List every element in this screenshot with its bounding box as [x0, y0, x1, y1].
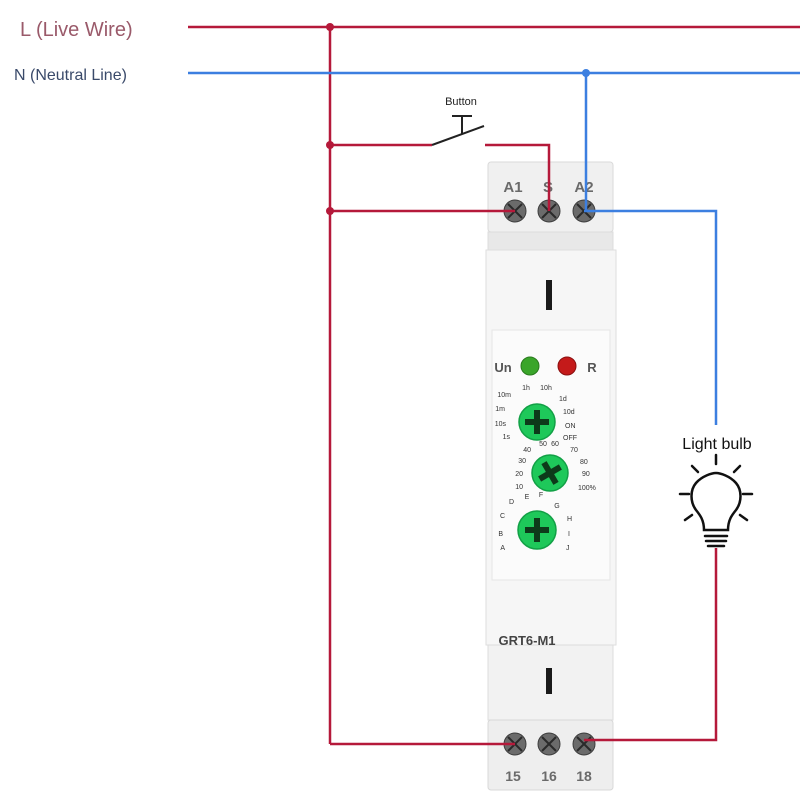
dial1-label-on: ON [565, 423, 576, 430]
dial3-label-h: H [567, 516, 572, 523]
dial3-label-g: G [554, 503, 559, 510]
terminal-label-16: 16 [541, 768, 557, 784]
terminal-screw-18 [572, 732, 596, 756]
output-18-to-bulb-wire [584, 548, 718, 742]
led-red-icon [557, 356, 577, 376]
terminal-label-18: 18 [576, 768, 592, 784]
dial1-label-1m: 1m [495, 406, 505, 413]
relay-module [485, 161, 617, 791]
din-slot-top [546, 280, 552, 310]
light-bulb-icon [678, 453, 754, 548]
dial2-label-90: 90 [582, 471, 590, 478]
terminal-label-a2: A2 [574, 179, 593, 196]
din-slot-bottom [546, 668, 552, 694]
light-bulb-label: Light bulb [682, 436, 751, 453]
dial2-label-30: 30 [518, 458, 526, 465]
dial2-label-100: 100% [578, 485, 596, 492]
a2-to-bulb-wire [584, 209, 718, 425]
dial3-label-c: C [500, 513, 505, 520]
dial2-label-60: 60 [551, 441, 559, 448]
dial2-label-20: 20 [515, 471, 523, 478]
dial2-label-40: 40 [523, 447, 531, 454]
junction-dot-live-button [326, 141, 334, 149]
dial1-label-off: OFF [563, 435, 577, 442]
push-button-icon[interactable] [431, 115, 485, 146]
dial1-label-10s: 10s [495, 421, 507, 428]
junction-dot-live-top [326, 23, 334, 31]
dial3-label-e: E [525, 494, 530, 501]
indicator-label-un: Un [494, 360, 511, 375]
dial-percent[interactable] [531, 454, 569, 492]
dial2-label-50: 50 [539, 441, 547, 448]
dial3-label-d: D [509, 499, 514, 506]
terminal-screw-16 [537, 732, 561, 756]
dial1-label-1d: 1d [559, 396, 567, 403]
dial2-label-70: 70 [570, 447, 578, 454]
relay-model-label: GRT6-M1 [498, 633, 555, 648]
junction-dot-live-a1 [326, 207, 334, 215]
terminal-label-a1: A1 [503, 179, 522, 196]
dial3-label-i: I [568, 531, 570, 538]
indicator-label-r: R [587, 360, 597, 375]
dial1-label-1s: 1s [503, 434, 511, 441]
neutral-wiring [188, 71, 800, 425]
dial-time-range[interactable] [518, 403, 556, 441]
relay-top-shoulder [487, 231, 614, 251]
dial1-label-10d: 10d [563, 409, 575, 416]
dial3-label-f: F [539, 492, 543, 499]
dial1-label-10m: 10m [497, 392, 511, 399]
dial2-label-10: 10 [515, 484, 523, 491]
neutral-line-label: N (Neutral Line) [14, 67, 127, 84]
dial1-label-10h: 10h [540, 385, 552, 392]
live-wiring [188, 25, 800, 746]
dial3-label-b: B [498, 531, 503, 538]
button-to-s-wire [485, 143, 551, 211]
button-label: Button [445, 96, 477, 108]
junction-dot-neutral [582, 69, 590, 77]
dial-function[interactable] [517, 510, 557, 550]
dial3-label-a: A [500, 545, 505, 552]
terminal-label-15: 15 [505, 768, 521, 784]
dial1-label-1h: 1h [522, 385, 530, 392]
led-green-icon [520, 356, 540, 376]
dial2-label-80: 80 [580, 459, 588, 466]
live-wire-label: L (Live Wire) [20, 19, 133, 41]
dial3-label-j: J [566, 545, 570, 552]
